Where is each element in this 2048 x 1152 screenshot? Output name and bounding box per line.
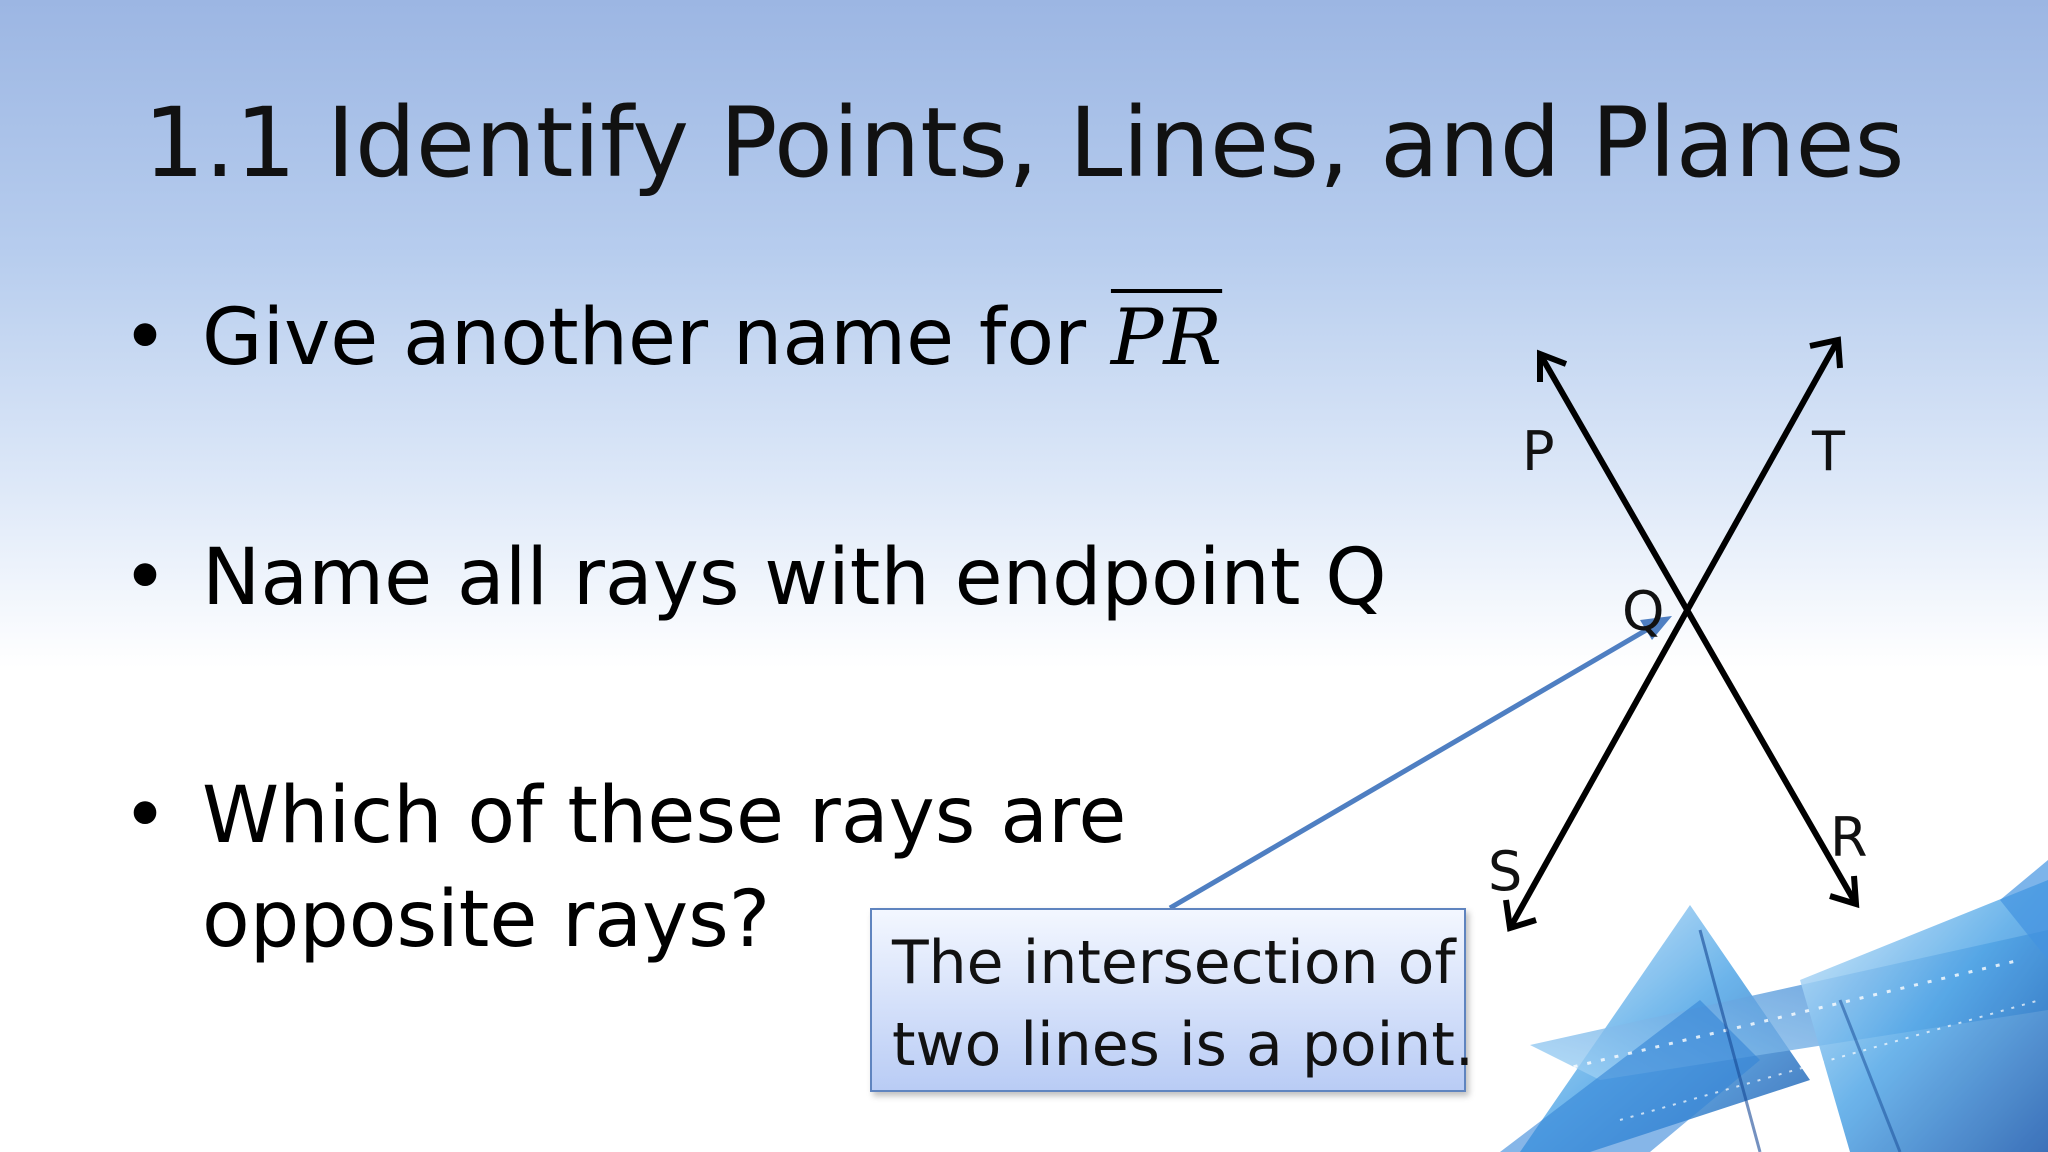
callout-line-1: The intersection of [892,928,1456,998]
pointer-arrow [1168,616,1672,911]
ruler-decoration [1500,860,2048,1152]
point-label-q: Q [1622,580,1665,643]
bullet-3-line-2: opposite rays? [202,875,771,965]
line-pr [1537,349,1860,909]
bullet-dot: • [122,533,169,623]
bullet-2: • Name all rays with endpoint Q [122,526,1387,630]
bullet-2-text: Name all rays with endpoint Q [202,533,1387,623]
bullet-1-text: Give another name for [202,293,1111,383]
intersection-callout: The intersection of two lines is a point… [870,908,1474,1092]
callout-line-2: two lines is a point. [892,1010,1474,1080]
point-label-t: T [1811,420,1846,483]
bullet-3: • Which of these rays are opposite rays? [122,764,1126,972]
point-label-r: R [1830,806,1868,869]
bullet-1: • Give another name for PR [122,286,1222,390]
bullet-3-line-1: Which of these rays are [202,771,1127,861]
bullet-dot: • [122,293,169,383]
slide-title: 1.1 Identify Points, Lines, and Planes [143,87,1905,199]
segment-notation: PR [1110,293,1223,383]
point-label-p: P [1522,420,1555,483]
bullet-dot: • [122,771,169,861]
point-label-s: S [1488,840,1522,903]
line-st [1503,336,1843,932]
